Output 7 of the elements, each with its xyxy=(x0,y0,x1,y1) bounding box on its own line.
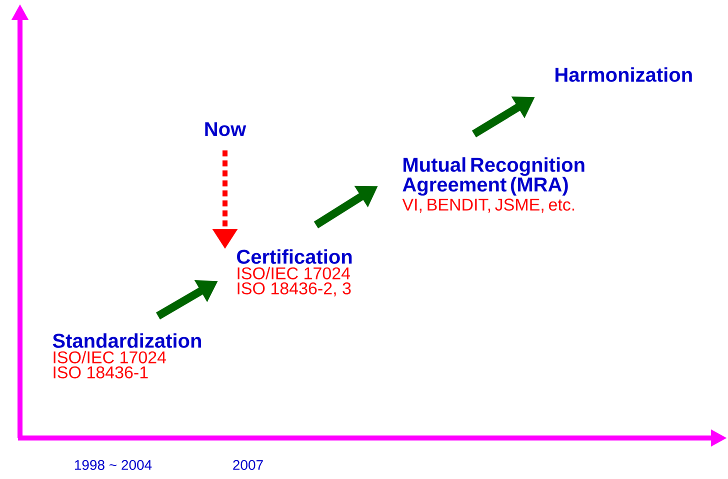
year-label: 1998 ~ 2004 xyxy=(74,460,152,470)
stage-label: Standardization ISO/IEC 17024 ISO 18436-1 xyxy=(52,333,201,378)
stage-label: Mutual Recognition Agreement (MRA) VI, BENDIT, JSME, etc. xyxy=(402,157,584,213)
year-label: 2007 xyxy=(233,460,263,470)
stage-label: Certification ISO/IEC 17024 ISO 18436-2, 3 xyxy=(237,249,352,296)
stage-label: Now xyxy=(205,122,246,136)
stage-label: Harmonization xyxy=(556,67,692,82)
